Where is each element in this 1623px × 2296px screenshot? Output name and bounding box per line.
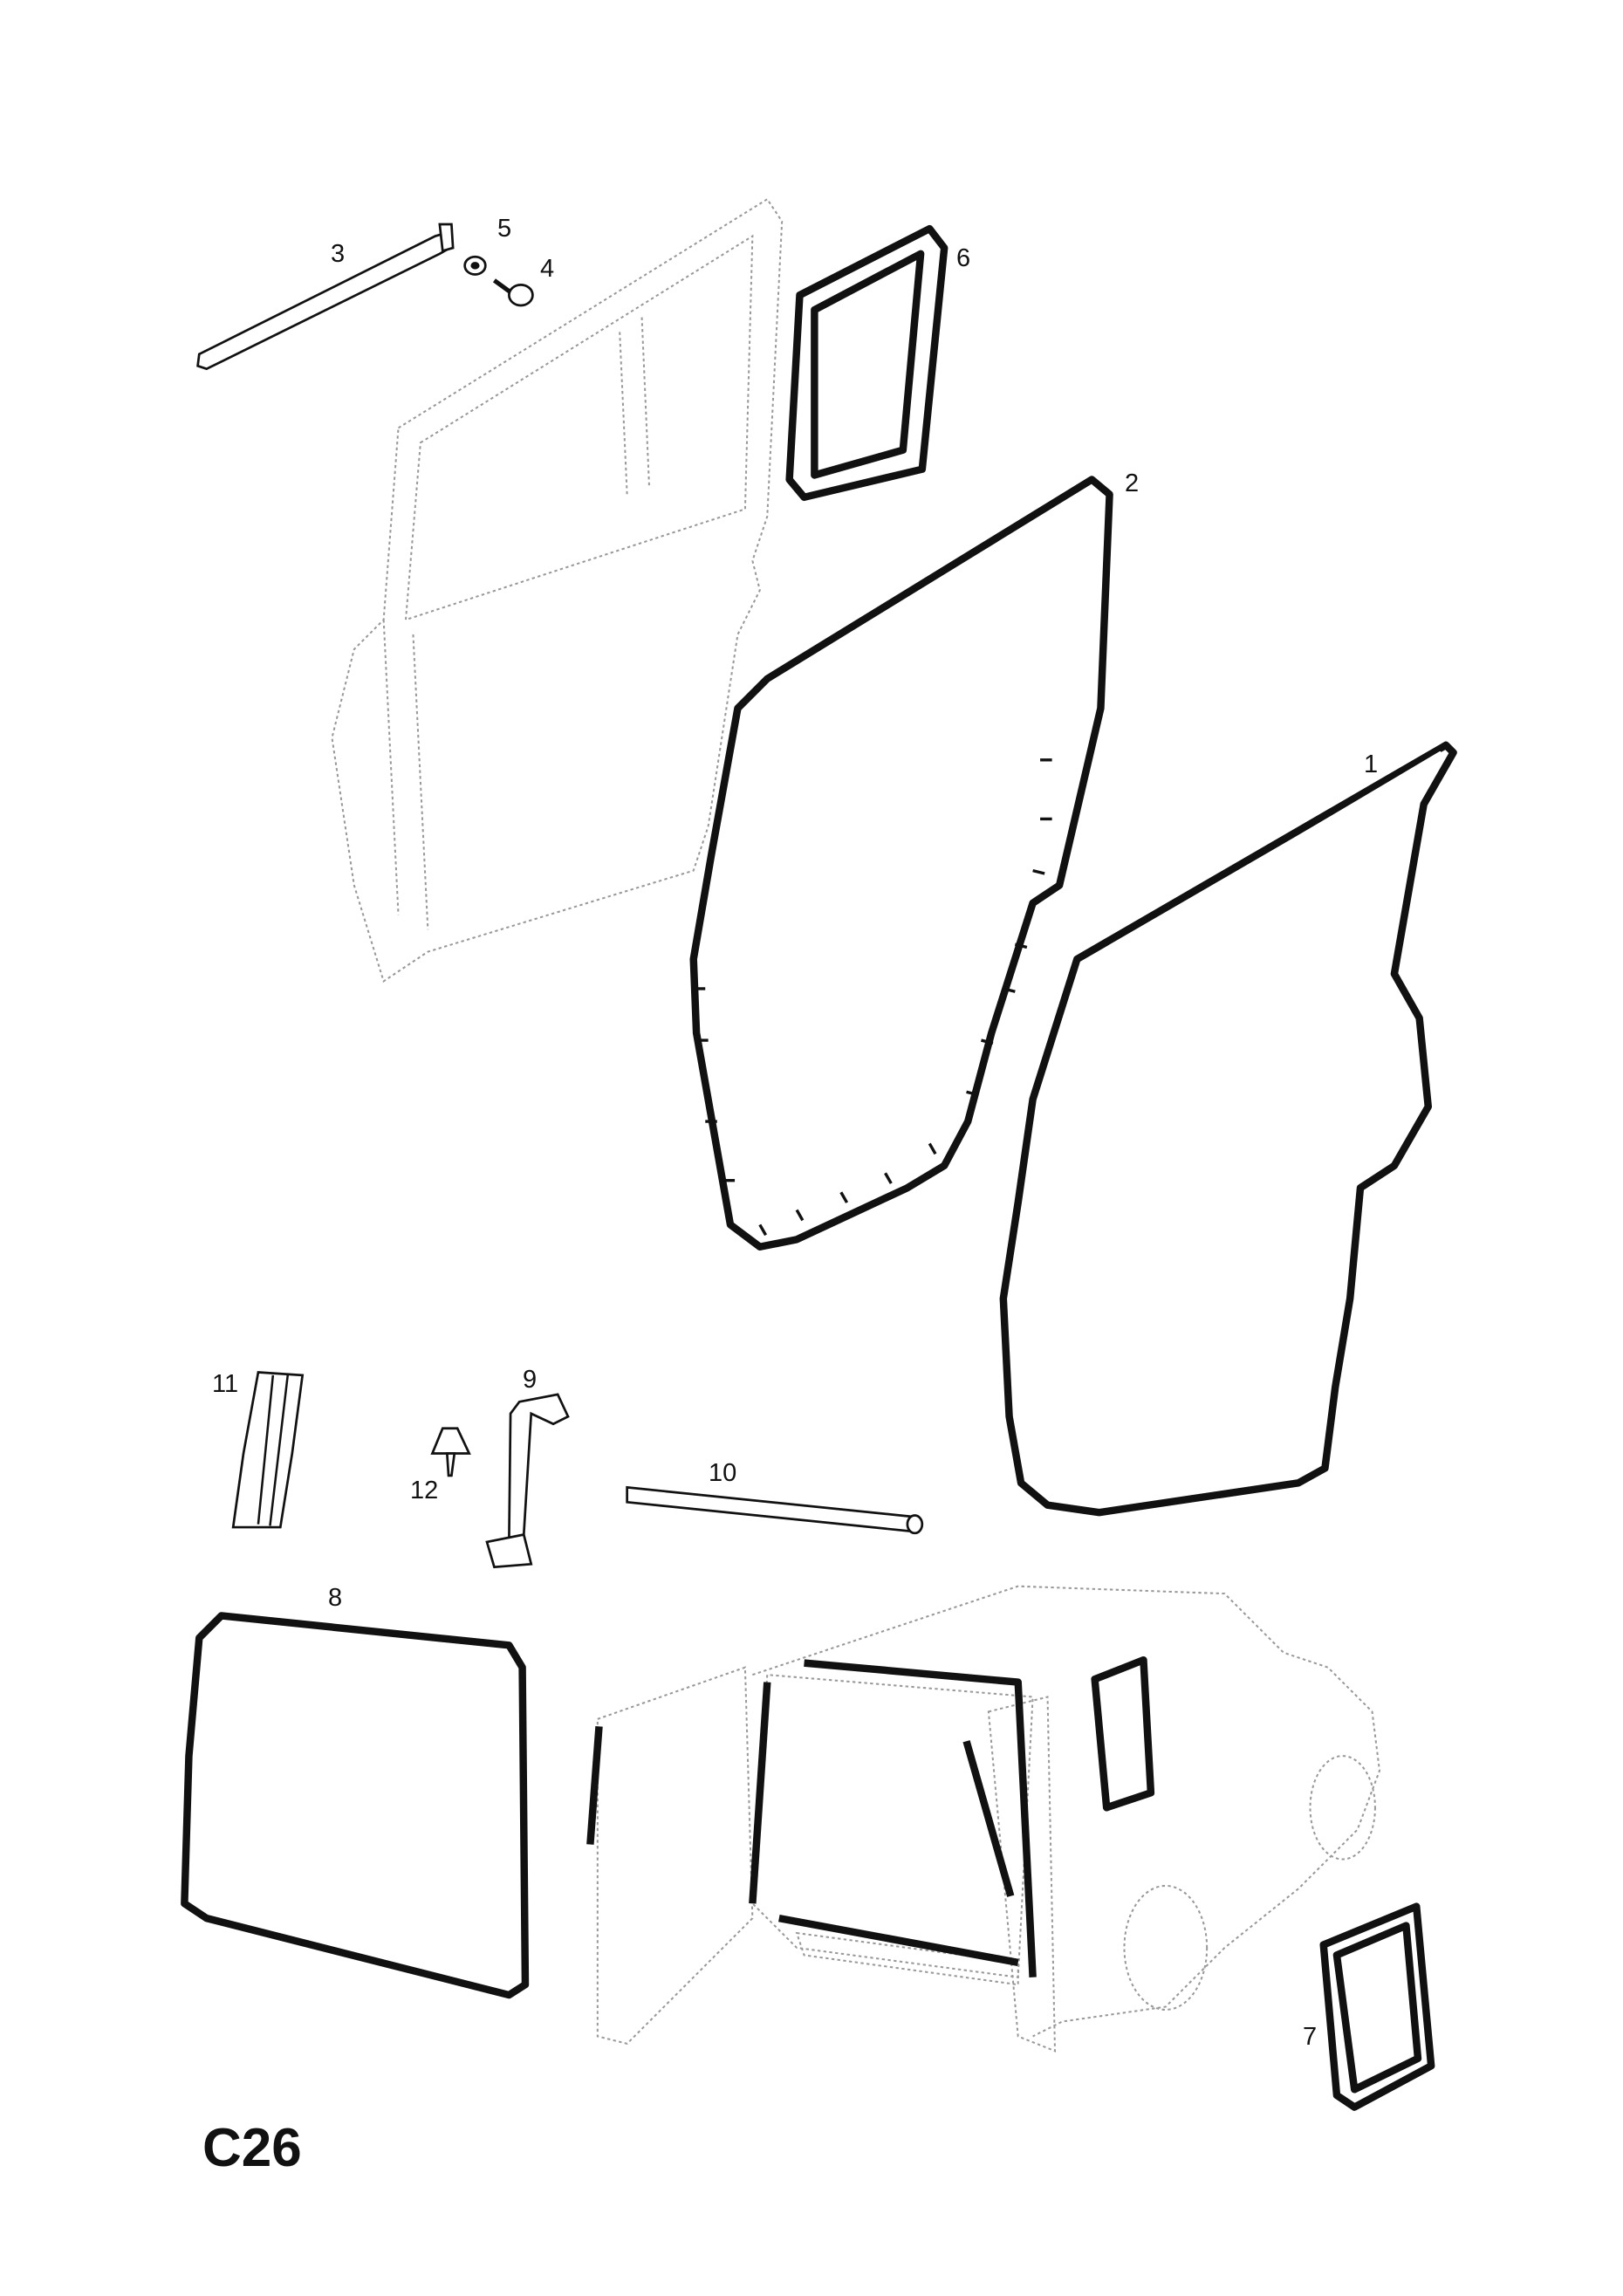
quarter-window-seal-7 bbox=[1319, 1902, 1435, 2111]
door-seal-1 bbox=[999, 741, 1457, 1517]
callout-2: 2 bbox=[1125, 469, 1140, 497]
callout-3: 3 bbox=[331, 240, 346, 268]
callout-1: 1 bbox=[1364, 750, 1379, 778]
callout-9: 9 bbox=[523, 1366, 538, 1394]
vehicle-seal-highlights bbox=[586, 1656, 1155, 1977]
callout-4: 4 bbox=[540, 255, 555, 283]
tailgate-seal-8 bbox=[181, 1612, 530, 1999]
washer-part-5 bbox=[463, 255, 487, 276]
clip-part-12 bbox=[430, 1427, 471, 1477]
bracket-part-9 bbox=[485, 1393, 570, 1569]
rod-part-10 bbox=[626, 1485, 924, 1535]
callout-10: 10 bbox=[709, 1459, 737, 1487]
callout-11: 11 bbox=[212, 1370, 239, 1398]
quarter-window-seal-6 bbox=[785, 224, 948, 502]
strip-part-3 bbox=[196, 223, 455, 371]
trim-part-11 bbox=[231, 1371, 305, 1529]
rear-door-ghost bbox=[331, 197, 784, 984]
diagram-code: C26 bbox=[202, 2118, 302, 2178]
callout-5: 5 bbox=[497, 215, 512, 243]
callout-12: 12 bbox=[410, 1477, 439, 1504]
callout-6: 6 bbox=[956, 244, 971, 272]
callout-8: 8 bbox=[328, 1584, 343, 1612]
door-seal-2 bbox=[689, 476, 1113, 1251]
screw-part-4 bbox=[492, 278, 534, 307]
callout-7: 7 bbox=[1303, 2023, 1318, 2051]
